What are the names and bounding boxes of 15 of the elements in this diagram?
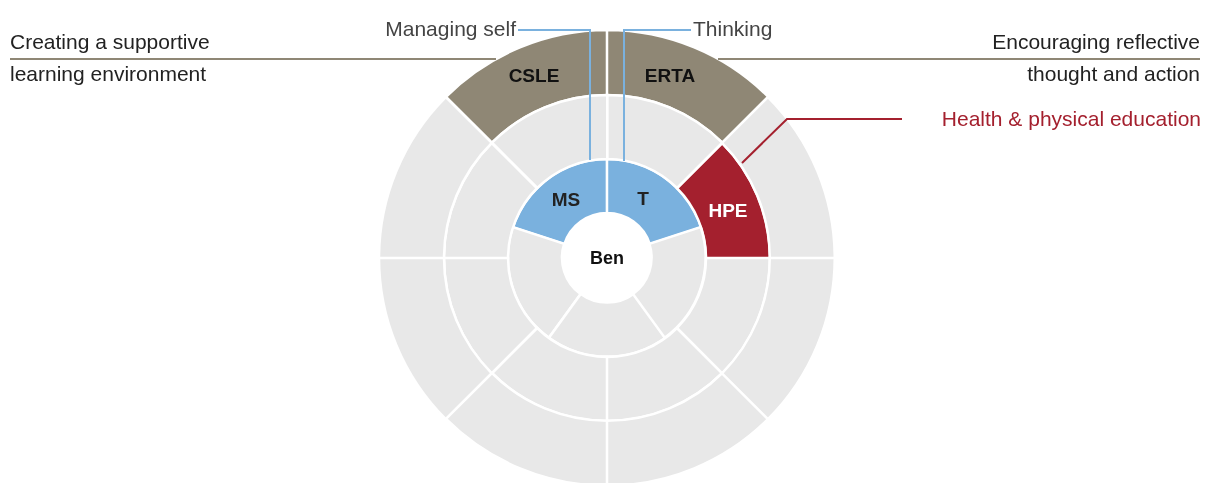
segment-label: HPE [708,200,748,222]
leader-line [741,118,903,164]
segment-label: CSLE [508,65,560,87]
leader-line [623,29,692,162]
leader-line [517,29,591,161]
segment-label: T [637,188,649,210]
callout-label: Thinking [693,13,893,45]
segment-label: MS [551,189,581,211]
segment-label: ERTA [644,65,696,87]
callout-label: Managing self [300,13,516,45]
callout-label: Creating a supportive learning environment [10,26,260,90]
leader-line [717,58,1201,60]
callout-label: Encouraging reflective thought and action [940,26,1200,90]
leader-line [9,58,497,60]
callout-label: Health & physical education [903,103,1201,135]
